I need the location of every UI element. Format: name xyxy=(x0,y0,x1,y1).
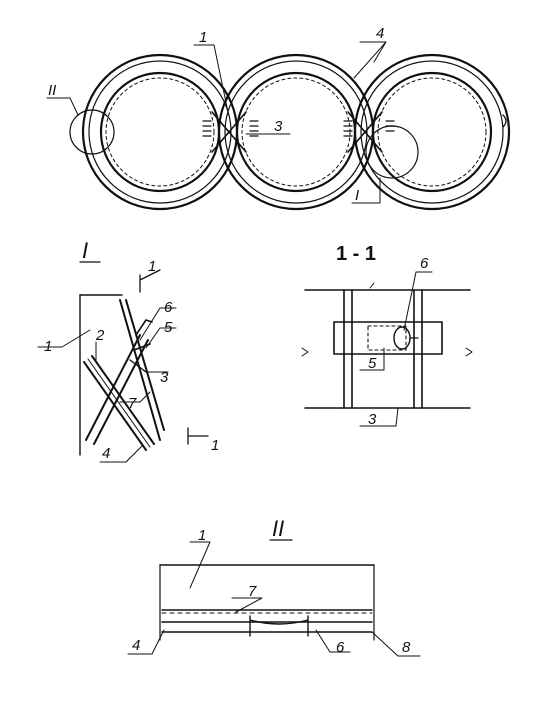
leader-6-detailI xyxy=(139,307,177,341)
callout-6-detailI: 6 xyxy=(164,299,173,316)
leader-8-detailII xyxy=(371,631,421,657)
leader-4-detailI xyxy=(99,445,143,463)
plate-2-a xyxy=(83,361,147,451)
plate-1-a xyxy=(119,299,161,441)
leader-7-detailI xyxy=(119,391,151,403)
callout-4-detailII: 4 xyxy=(132,637,140,654)
ring-2-outer-inner-edge xyxy=(224,60,368,204)
plate-4-a xyxy=(85,334,141,441)
clamp-ticks-2 xyxy=(249,120,259,137)
callout-1-section-bottom: 1 xyxy=(211,437,219,454)
callout-1-detailII: 1 xyxy=(198,527,206,544)
detail-II-view: II 1 4 6 7 8 xyxy=(127,516,421,657)
callout-7-detailII: 7 xyxy=(248,583,257,600)
leader-5-detailI xyxy=(145,327,177,349)
plate-1-b xyxy=(125,299,165,431)
break-right xyxy=(465,347,473,357)
callout-5-section: 5 xyxy=(368,355,377,372)
clamp-ticks-1 xyxy=(202,120,212,137)
leader-6-detailII xyxy=(315,629,351,653)
cross-brace-1 xyxy=(211,111,247,153)
leader-6-section xyxy=(403,271,433,331)
section-arrow-1-bottom xyxy=(187,427,209,445)
ring-1-dashed xyxy=(105,77,215,187)
clamp-ticks-3 xyxy=(343,120,353,137)
callout-5-detailI: 5 xyxy=(164,319,173,336)
callout-4-top: 4 xyxy=(376,25,384,42)
cross-brace-2 xyxy=(347,111,383,153)
callout-II-top: II xyxy=(48,82,56,99)
section-arrow-1-top xyxy=(139,269,161,293)
callout-2-detailI: 2 xyxy=(95,327,105,344)
leader-1-detailI xyxy=(37,329,91,348)
ring-3-outer xyxy=(353,53,511,211)
callout-7-detailI: 7 xyxy=(128,395,137,412)
leader-I-top xyxy=(351,177,381,204)
detail-I-view: I 1 1 1 2 3 4 5 6 7 xyxy=(37,238,219,463)
break-top xyxy=(369,282,375,289)
plate-4-b xyxy=(93,339,149,445)
callout-1-detailI: 1 xyxy=(44,338,52,355)
clamp-bar xyxy=(333,321,443,355)
detail-II-marker xyxy=(69,109,115,155)
callout-6-detailII: 6 xyxy=(336,639,345,656)
ring-2-dashed xyxy=(241,77,351,187)
callout-8-detailII: 8 xyxy=(402,639,411,656)
callout-I-top: I xyxy=(355,187,359,204)
ring-3-gap xyxy=(502,114,507,128)
ring-3-inner xyxy=(371,71,493,193)
plate-2-b xyxy=(91,355,155,445)
leader-4-top xyxy=(353,41,387,79)
ring-1-inner xyxy=(99,71,221,193)
leader-5-section xyxy=(359,347,385,371)
detail-I-marker xyxy=(365,125,419,179)
leader-7-detailII xyxy=(231,597,263,613)
ring-3-outer-inner-edge xyxy=(360,60,504,204)
bolt-6-detailII xyxy=(249,615,309,637)
leader-4-detailII xyxy=(127,629,165,655)
leader-II-top xyxy=(46,97,79,116)
ring-2-inner xyxy=(235,71,357,193)
bolt-6-head xyxy=(393,326,411,350)
callout-3-detailI: 3 xyxy=(160,369,169,386)
plate-2-mid xyxy=(87,358,151,448)
clip-5 xyxy=(133,319,153,351)
view-title-I: I xyxy=(82,238,88,263)
leader-1-top xyxy=(193,44,229,113)
break-left xyxy=(301,347,309,357)
ring-assembly-plan: 1 3 4 I II xyxy=(46,25,511,211)
callout-6-section: 6 xyxy=(420,255,429,272)
section-title: 1 - 1 xyxy=(336,243,376,265)
section-1-1-view: 1 - 1 6 5 3 xyxy=(301,243,473,428)
ring-1-outer-inner-edge xyxy=(88,60,232,204)
clip-3 xyxy=(129,359,147,373)
view-title-II: II xyxy=(272,516,284,541)
callout-1-section-top: 1 xyxy=(148,258,156,275)
bolt-5 xyxy=(367,325,407,351)
callout-1-top: 1 xyxy=(199,29,207,46)
leader-1-detailII xyxy=(189,541,211,589)
ring-3-dashed xyxy=(377,77,487,187)
callout-4-detailI: 4 xyxy=(102,445,110,462)
leader-3-section xyxy=(359,407,399,427)
callout-3-section: 3 xyxy=(368,411,377,428)
callout-3-top: 3 xyxy=(274,118,283,135)
